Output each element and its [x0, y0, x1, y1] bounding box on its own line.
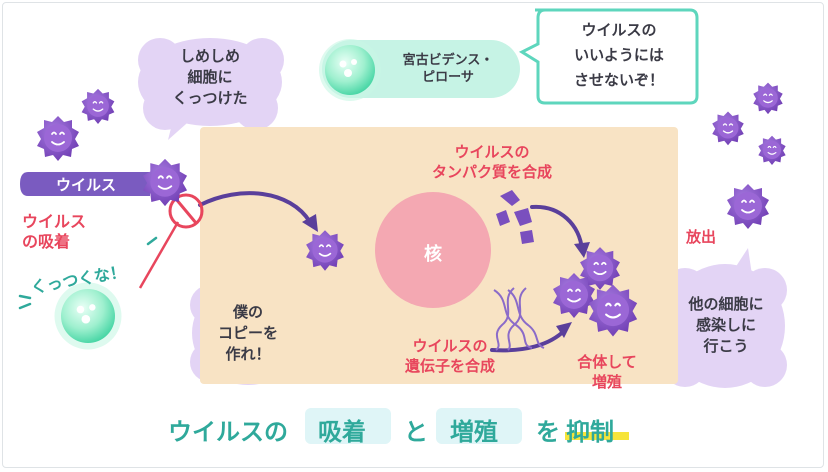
bacteria-top	[319, 39, 381, 101]
virus-tag-label: ウイルス	[56, 176, 117, 194]
speech-infect-text: 他の細胞に 感染しに 行こう	[688, 295, 764, 355]
footer-box2-text: 増殖	[450, 418, 498, 446]
speech-block-text: ウイルスの いいようには させないぞ！	[573, 21, 664, 89]
gene-label: ウイルスの 遺伝子を合成	[404, 337, 495, 375]
arrowheads	[302, 214, 590, 338]
footer-box-2	[436, 408, 522, 444]
adsorption-label: ウイルス の吸着	[22, 212, 87, 251]
bacteria-name-text: 宮古ビデンス・ ピローサ	[402, 53, 494, 85]
block-symbol	[138, 193, 204, 289]
speech-copy-text: 僕の コピーを 作れ！	[217, 303, 278, 363]
arrows	[198, 191, 584, 353]
footer-part2: と	[404, 418, 428, 446]
footer-box-1	[305, 408, 391, 444]
protein-label: ウイルスの タンパク質を合成	[431, 143, 552, 181]
footer-part4: 抑制	[566, 418, 614, 446]
protein-fragments	[496, 190, 534, 244]
dna-helix	[493, 287, 545, 351]
sparkles	[18, 236, 158, 310]
release-label: 放出	[686, 228, 717, 246]
speech-box-block	[518, 8, 699, 105]
footer-box1-text: 吸着	[318, 418, 366, 446]
footer-part3: を	[536, 418, 560, 446]
nucleus	[375, 192, 491, 308]
footer-part1: ウイルスの	[168, 418, 288, 446]
speech-stuck-text: しめしめ 細胞に くっつけた	[172, 47, 248, 107]
speech-cloud-stuck	[138, 38, 284, 140]
assemble-label: 合体して 増殖	[577, 353, 637, 391]
bacteria-bottom	[54, 282, 122, 350]
footer-underline	[565, 432, 629, 440]
nucleus-label: 核	[424, 244, 442, 265]
virus-tag-ribbon	[20, 172, 150, 196]
